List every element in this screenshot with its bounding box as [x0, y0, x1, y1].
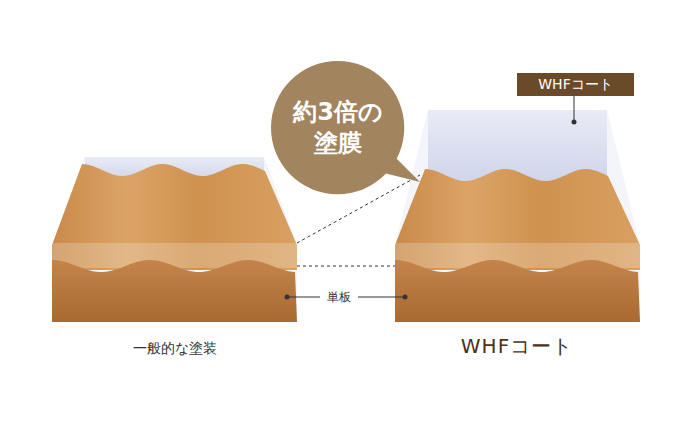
- finish-layer: [395, 169, 640, 270]
- callout-shape: [271, 61, 404, 194]
- node-text: WHFコート: [538, 75, 612, 93]
- finish-layer: [52, 164, 297, 270]
- dashed-guide: [297, 266, 395, 267]
- caption-label: 一般的な塗装: [130, 340, 220, 358]
- callout-fill: [271, 61, 404, 194]
- leader-dot: [572, 120, 577, 125]
- leader-line: [358, 297, 405, 298]
- leader-line: [287, 297, 320, 298]
- leader-dot: [285, 295, 290, 300]
- clear-shell: [395, 110, 640, 322]
- leader-dot: [403, 295, 408, 300]
- veneer: [52, 260, 297, 322]
- callout-circle: 約3倍の 塗膜: [271, 61, 404, 194]
- tag-box: WHFコート: [517, 73, 634, 96]
- leader-line: [574, 96, 575, 120]
- wood-block: [52, 157, 297, 322]
- wood-block: [395, 110, 640, 322]
- veneer: [395, 260, 640, 322]
- node-text: 約3倍の 塗膜: [286, 97, 390, 159]
- part-label: 単板: [324, 289, 354, 306]
- caption-label: WHFコート: [458, 333, 576, 360]
- clear-shell: [52, 157, 297, 322]
